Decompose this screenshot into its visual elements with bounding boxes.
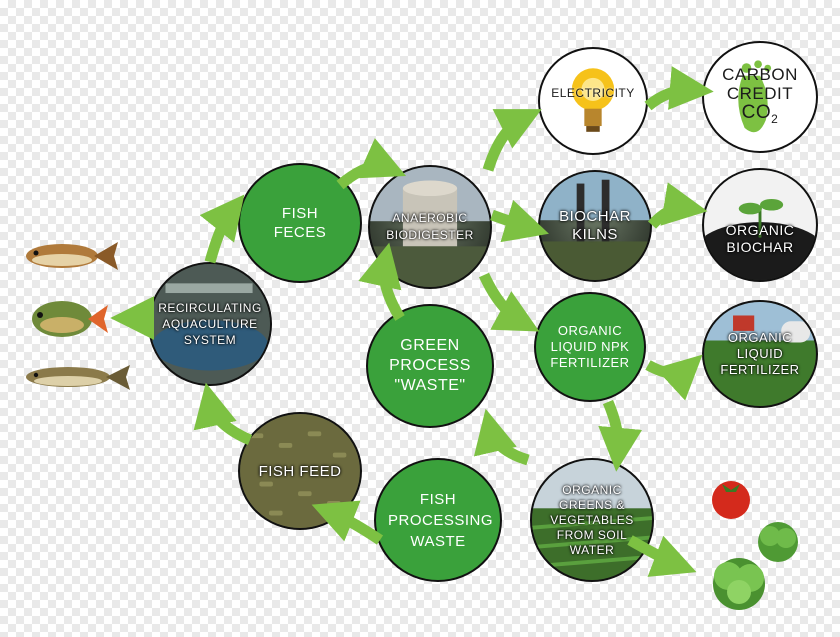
co2-subscript: 2 xyxy=(771,111,779,126)
node-label: Carbon Credit xyxy=(722,65,798,104)
arrow-greens-to-vegetables xyxy=(627,535,697,577)
arrow-biodigester-to-electricity xyxy=(482,109,542,172)
arrow-aquaculture-to-feces xyxy=(199,194,245,264)
node-label: Biochar Kilns xyxy=(559,208,631,243)
node-label: Organic Greens & Vegetables From Soil Wa… xyxy=(550,482,634,557)
arrow-processing-to-feed xyxy=(311,500,384,545)
node-recirculating-aquaculture: Recirculating Aquaculture System xyxy=(148,262,272,386)
arrow-feed-to-aquaculture xyxy=(193,382,253,446)
arrow-green-process-to-biodigester xyxy=(358,242,405,321)
node-organic-liquid-fertilizer: Organic Liquid Fertilizer xyxy=(702,300,818,408)
arrow-greens-to-green-process xyxy=(473,408,530,466)
fish-icon xyxy=(26,242,118,270)
node-label: Green Process "Waste" xyxy=(389,337,471,394)
aquaculture-tank-illustration xyxy=(150,264,270,384)
node-organic-biochar: Organic Biochar xyxy=(702,168,818,282)
tractor-field-illustration xyxy=(704,302,816,406)
arrow-electricity-to-carbon xyxy=(644,66,714,111)
node-green-process-waste: Green Process "Waste" xyxy=(366,304,494,428)
lettuce-icon xyxy=(758,522,798,562)
arrow-biodigester-to-biochar xyxy=(490,199,549,243)
co2-formula: CO xyxy=(741,102,772,124)
node-label: Fish Processing Waste xyxy=(388,490,494,550)
node-carbon-credit: Carbon Credit CO2 xyxy=(702,41,818,153)
node-label: Organic Liquid NPK Fertilizer xyxy=(550,323,630,370)
lettuce-icon xyxy=(713,558,765,610)
node-label: Recirculating Aquaculture System xyxy=(158,301,262,347)
node-electricity: Electricity xyxy=(538,47,648,155)
arrow-biochar-to-organic-biochar xyxy=(647,182,708,229)
fish-icon xyxy=(32,301,108,337)
co2-label: CO2 xyxy=(742,103,779,129)
arrow-npk-to-fertilizer xyxy=(645,354,703,401)
node-label: Anaerobic Biodigester xyxy=(386,211,474,242)
tomato-icon xyxy=(712,481,750,519)
arrow-npk-to-greens xyxy=(598,399,643,472)
fish-icon xyxy=(26,365,130,390)
node-organic-liquid-npk: Organic Liquid NPK Fertilizer xyxy=(534,292,646,402)
footprint-icon xyxy=(738,60,772,133)
kiln-illustration xyxy=(540,172,650,280)
node-label: Organic Biochar xyxy=(725,222,795,255)
node-label: Organic Liquid Fertilizer xyxy=(720,330,800,377)
node-fish-processing-waste: Fish Processing Waste xyxy=(374,458,502,582)
sprout-illustration xyxy=(704,170,816,280)
arrow-biodigester-to-npk xyxy=(478,272,540,332)
node-label: Electricity xyxy=(551,85,635,100)
node-label: Fish Feed xyxy=(258,462,342,480)
node-label: Fish Feces xyxy=(273,205,327,241)
arrow-feces-to-biodigester xyxy=(336,138,407,190)
light-bulb-icon xyxy=(571,68,615,132)
